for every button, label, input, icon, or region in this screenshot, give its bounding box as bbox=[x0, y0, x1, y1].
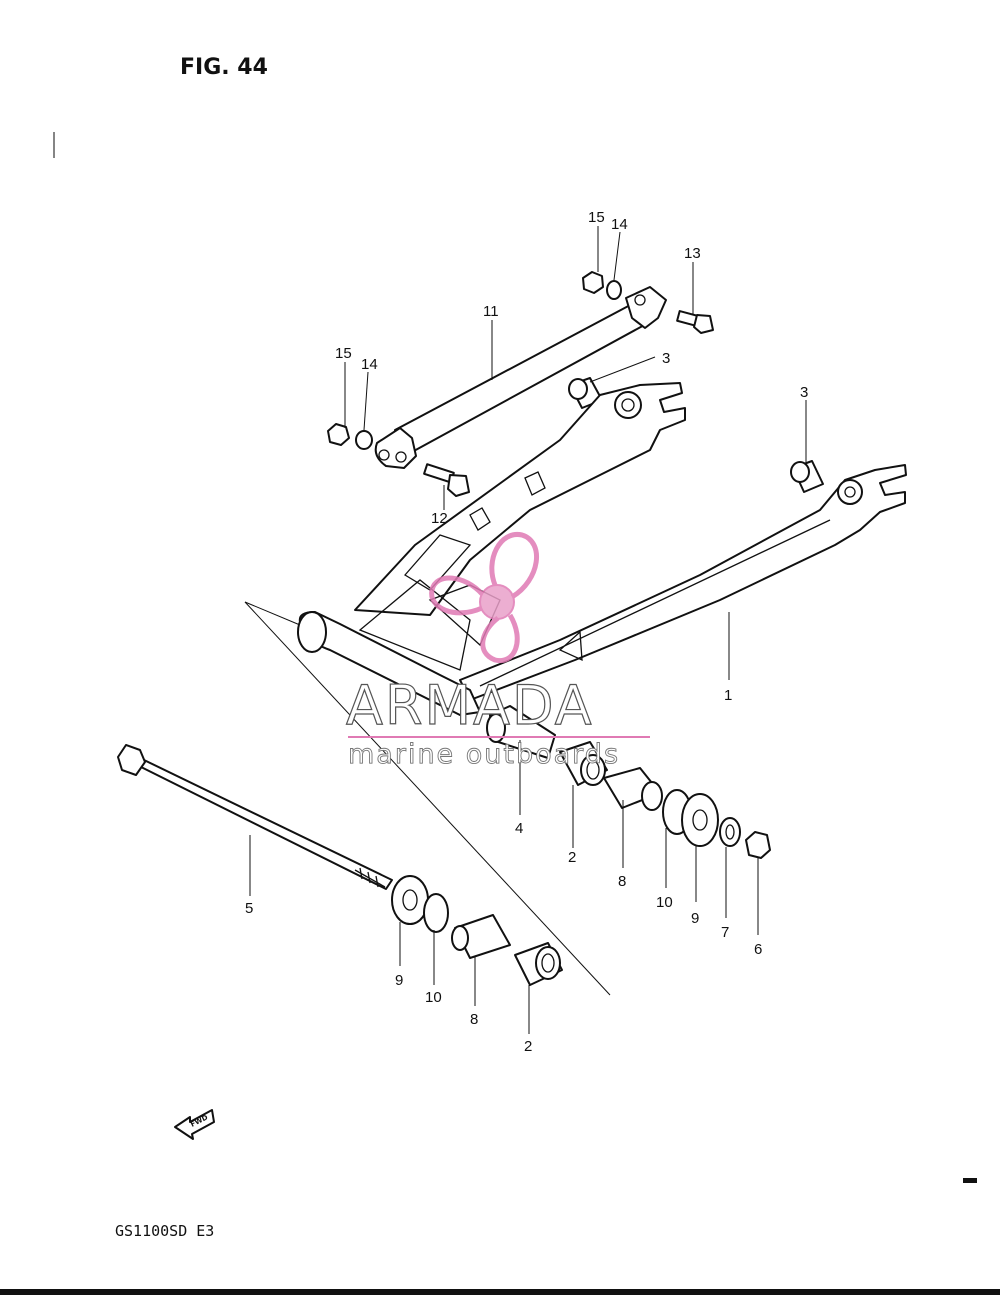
callout-9-upper: 9 bbox=[691, 910, 699, 927]
propeller-blade-icon bbox=[480, 613, 520, 664]
callout-8-upper: 8 bbox=[618, 873, 626, 890]
watermark-brand: ARMADA bbox=[346, 674, 594, 737]
callout-2-upper: 2 bbox=[568, 849, 576, 866]
callout-10-upper: 10 bbox=[656, 894, 673, 911]
callout-11: 11 bbox=[483, 303, 499, 320]
callout-9-lower: 9 bbox=[395, 972, 403, 989]
callout-6: 6 bbox=[754, 941, 762, 958]
washer-9-lower bbox=[391, 875, 429, 925]
nut-15-upper bbox=[582, 271, 604, 294]
callout-7: 7 bbox=[721, 924, 729, 941]
model-code: GS1100SD E3 bbox=[115, 1222, 214, 1240]
callout-10-lower: 10 bbox=[425, 989, 442, 1006]
washer-14-lower bbox=[355, 430, 373, 450]
callout-12: 12 bbox=[431, 510, 448, 527]
page-bottom-border bbox=[0, 1289, 1000, 1295]
washer-14-upper bbox=[606, 280, 622, 300]
pivot-sleeve-4 bbox=[486, 705, 556, 759]
callout-15-upper: 15 bbox=[588, 209, 605, 226]
callout-14-lower: 14 bbox=[361, 356, 378, 373]
callout-15-lower: 15 bbox=[335, 345, 352, 362]
washer-9-upper bbox=[681, 793, 719, 847]
needle-bearing-2-lower bbox=[514, 942, 563, 986]
watermark-tagline: marine outboards bbox=[348, 739, 620, 770]
propeller-blade-icon bbox=[429, 575, 484, 616]
callout-13: 13 bbox=[684, 245, 701, 262]
pivot-shaft-5 bbox=[117, 744, 393, 890]
callout-1: 1 bbox=[724, 687, 732, 704]
callout-4: 4 bbox=[515, 820, 523, 837]
callout-3-right: 3 bbox=[800, 384, 808, 401]
callout-3-left: 3 bbox=[662, 350, 670, 367]
fwd-arrow-icon: FWD bbox=[174, 1109, 215, 1140]
spacer-8-upper bbox=[603, 767, 663, 811]
bolt-12 bbox=[423, 463, 470, 497]
bushing-3-left bbox=[568, 377, 603, 409]
margin-tick bbox=[963, 1178, 977, 1183]
washer-7 bbox=[719, 817, 741, 847]
nut-6 bbox=[745, 831, 771, 859]
watermark-logo bbox=[429, 532, 539, 664]
bushing-3-right bbox=[790, 460, 824, 493]
alignment-guide bbox=[244, 601, 611, 996]
needle-bearing-2-upper bbox=[559, 741, 608, 786]
torque-rod bbox=[374, 286, 667, 469]
alignment-guide bbox=[244, 601, 301, 626]
leader-lines bbox=[249, 226, 807, 1034]
spacer-8-lower bbox=[451, 914, 511, 959]
callout-labels: 15 14 13 11 3 3 15 14 12 1 4 2 8 10 9 7 … bbox=[245, 209, 808, 1055]
propeller-hub-icon bbox=[479, 584, 515, 620]
bolt-13 bbox=[676, 310, 714, 334]
nut-15-lower bbox=[327, 423, 350, 446]
callout-8-lower: 8 bbox=[470, 1011, 478, 1028]
swing-arm bbox=[297, 382, 907, 716]
figure-title: FIG. 44 bbox=[180, 55, 268, 80]
washer-10-lower bbox=[423, 893, 449, 933]
callout-5: 5 bbox=[245, 900, 253, 917]
callout-2-lower: 2 bbox=[524, 1038, 532, 1055]
callout-14-upper: 14 bbox=[611, 216, 628, 233]
propeller-blade-icon bbox=[489, 532, 539, 600]
